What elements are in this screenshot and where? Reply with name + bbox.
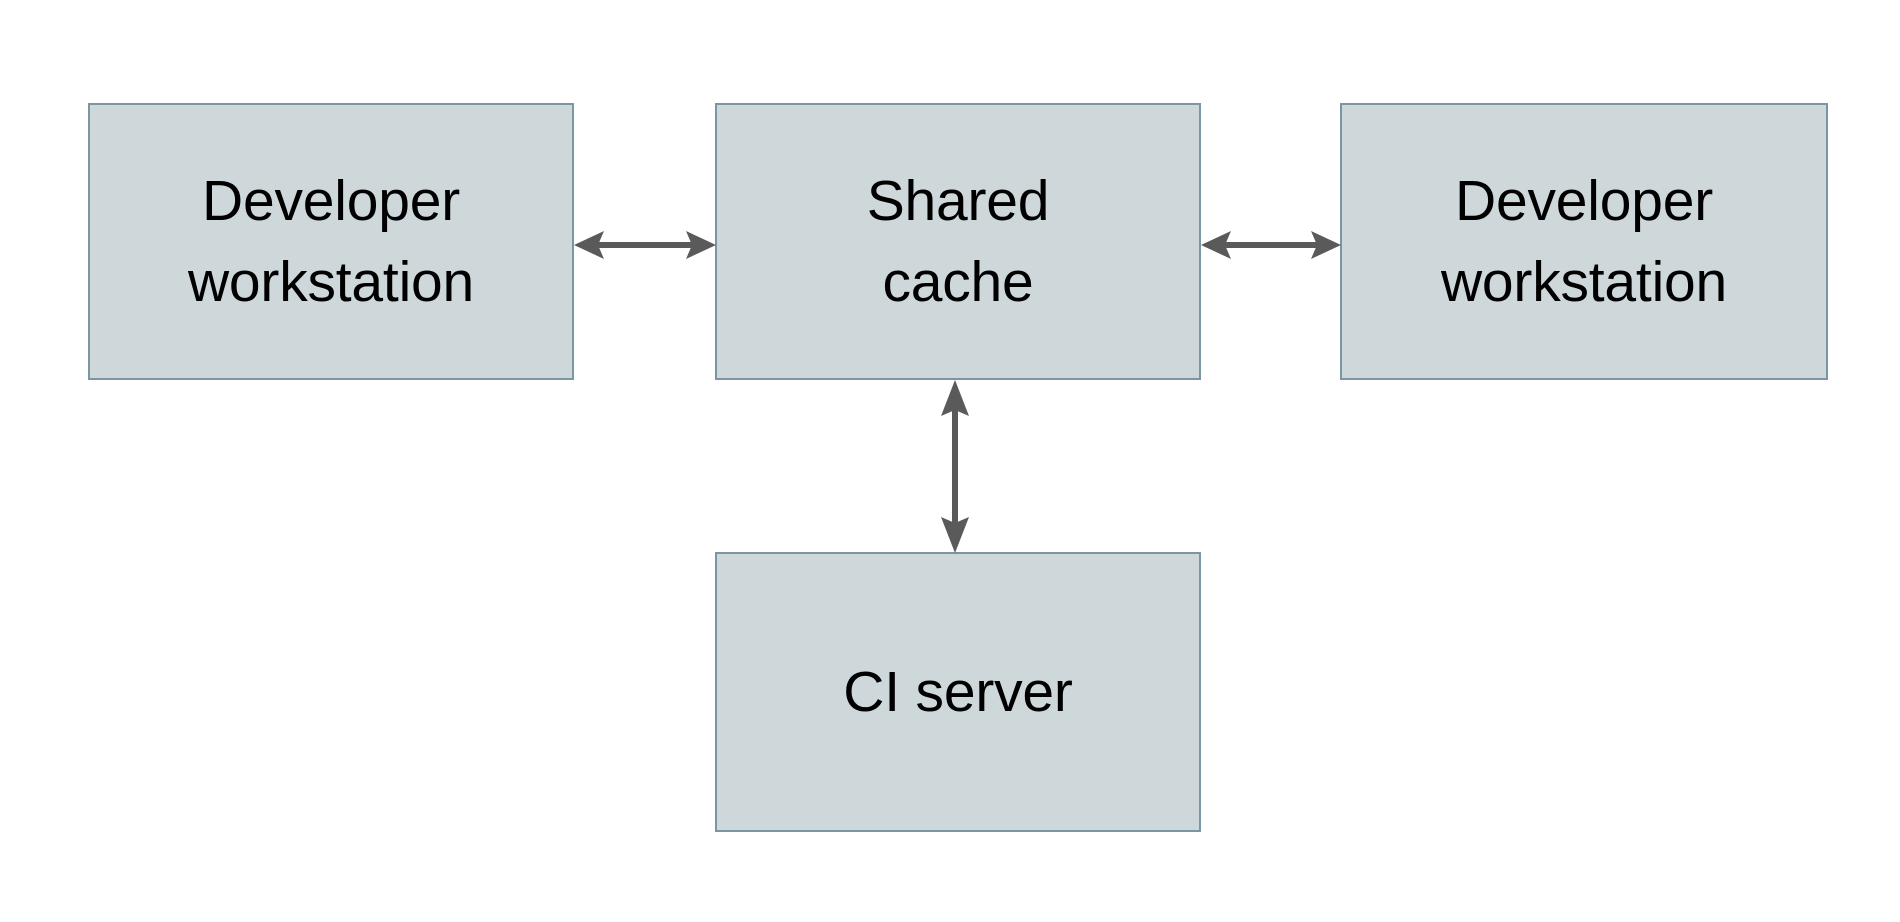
connector-shared-cache-to-ci-server[interactable] xyxy=(932,380,978,553)
double-arrow-horizontal-icon xyxy=(1201,231,1341,259)
node-developer-workstation-right[interactable]: Developer workstation xyxy=(1340,103,1828,380)
node-label: Developer workstation xyxy=(187,168,475,314)
node-ci-server[interactable]: CI server xyxy=(715,552,1201,832)
double-arrow-vertical-icon xyxy=(941,380,969,553)
double-arrow-horizontal-icon xyxy=(574,231,716,259)
node-label: Shared cache xyxy=(866,168,1050,314)
node-label: CI server xyxy=(843,659,1073,724)
node-developer-workstation-left[interactable]: Developer workstation xyxy=(88,103,574,380)
node-label: Developer workstation xyxy=(1440,168,1728,314)
node-shared-cache[interactable]: Shared cache xyxy=(715,103,1201,380)
connector-shared-cache-to-right-workstation[interactable] xyxy=(1201,222,1341,268)
connector-left-workstation-to-shared-cache[interactable] xyxy=(574,222,716,268)
